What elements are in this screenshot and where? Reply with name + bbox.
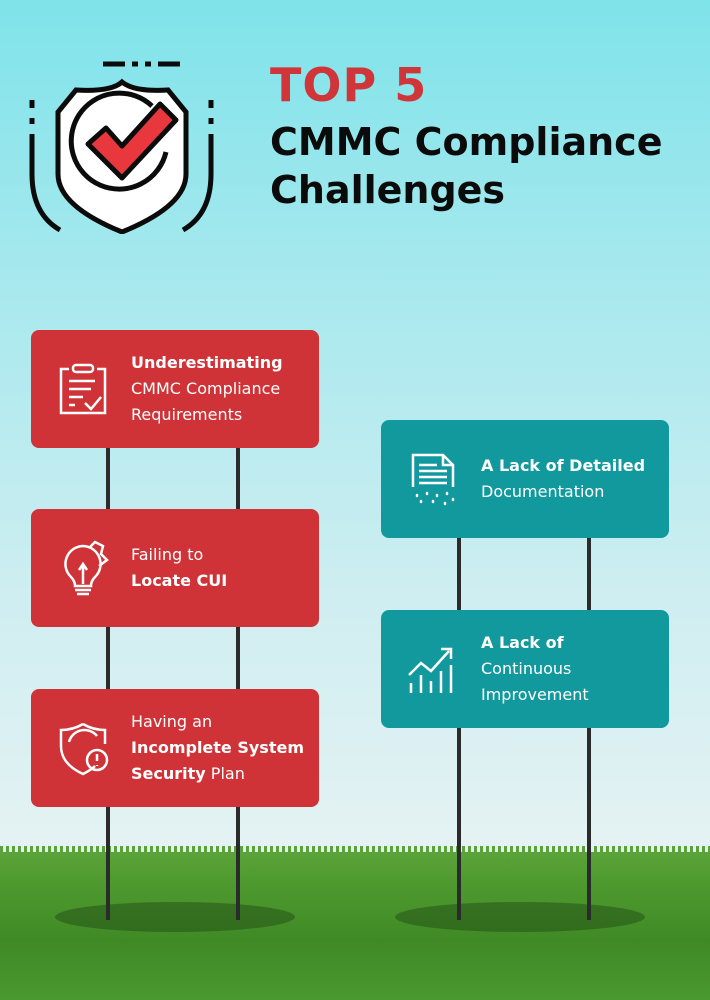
card-text-segment: CMMC Compliance [131, 379, 281, 398]
card-text-segment: Security [131, 764, 206, 783]
page-title: CMMC Compliance Challenges [270, 118, 662, 214]
card-line: A Lack of [481, 630, 589, 656]
card-text-segment: Locate CUI [131, 571, 228, 590]
lightbulb-puzzle-icon [64, 540, 109, 596]
title-line: CMMC Compliance [270, 120, 663, 164]
card-line: Failing to [131, 542, 227, 568]
grass-background [0, 846, 710, 1000]
card-text-segment: Continuous [481, 659, 572, 678]
sign-pole [236, 440, 240, 920]
card-text-segment: Failing to [131, 545, 204, 564]
card-line: Locate CUI [131, 568, 227, 594]
title-top: TOP 5 [270, 58, 428, 112]
card-line: Having an [131, 709, 304, 735]
card-line: Incomplete System [131, 735, 304, 761]
card-text-segment: Having an [131, 712, 213, 731]
card-text-segment: Requirements [131, 405, 243, 424]
challenge-card: Failing to Locate CUI [31, 509, 319, 627]
card-line: Security Plan [131, 761, 304, 787]
card-text: Failing to Locate CUI [131, 542, 227, 594]
card-line: CMMC Compliance [131, 376, 283, 402]
card-text-segment: Plan [205, 764, 245, 783]
card-text-segment: Incomplete System [131, 738, 304, 757]
ground-shadow [55, 902, 295, 932]
card-line: Requirements [131, 402, 283, 428]
growth-chart-icon [408, 647, 453, 693]
shield-alert-icon [59, 722, 109, 776]
card-line: Improvement [481, 682, 589, 708]
card-text-segment: A Lack of [481, 633, 564, 652]
card-line: A Lack of Detailed [481, 453, 645, 479]
title-line: Challenges [270, 168, 506, 212]
card-text-segment: Underestimating [131, 353, 283, 372]
card-text-segment: Improvement [481, 685, 589, 704]
sign-pole [106, 440, 110, 920]
shield-check-logo-icon [29, 61, 214, 234]
ground-shadow [395, 902, 645, 932]
clipboard-check-icon [59, 363, 107, 415]
card-line: Underestimating [131, 350, 283, 376]
card-line: Documentation [481, 479, 645, 505]
card-line: Continuous [481, 656, 589, 682]
document-icon [411, 453, 455, 506]
card-text-segment: Documentation [481, 482, 605, 501]
card-text-segment: A Lack of Detailed [481, 456, 646, 475]
